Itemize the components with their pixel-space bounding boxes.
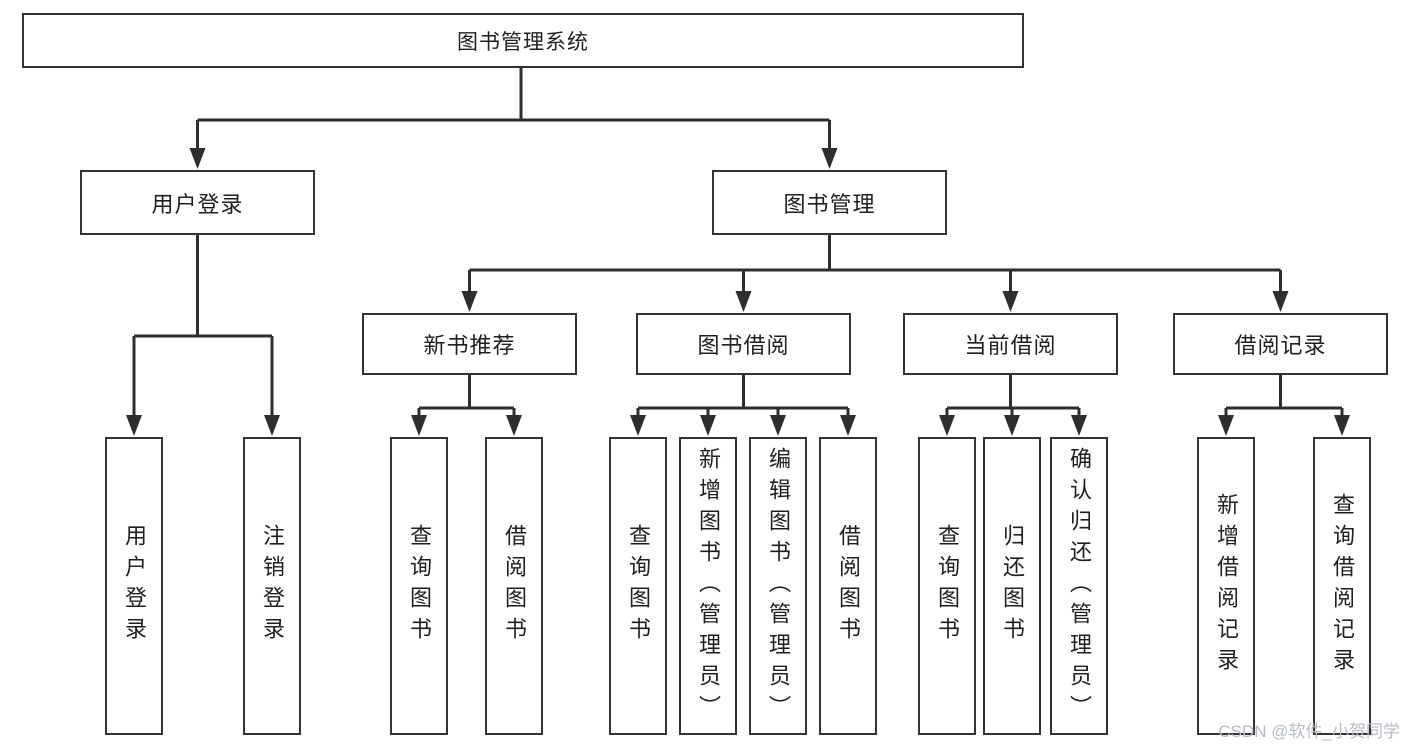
leaf-borrow-books-recommend-label: 借阅图书: [502, 524, 527, 648]
leaf-edit-book-admin: 编辑图书（管理员）: [749, 437, 807, 735]
leaf-add-borrow-record-label: 新增借阅记录: [1214, 493, 1239, 679]
node-new-book-recommend-label: 新书推荐: [423, 333, 516, 358]
node-system-title-label: 图书管理系统: [457, 30, 589, 54]
node-book-management-label: 图书管理: [783, 191, 876, 217]
leaf-user-login-label: 用户登录: [122, 524, 147, 648]
connector-new-book-fork: [411, 375, 522, 436]
leaf-query-books-borrow-label: 查询图书: [626, 524, 651, 648]
leaf-query-books-borrow: 查询图书: [609, 437, 667, 735]
leaf-return-book: 归还图书: [983, 437, 1041, 735]
connector-borrow-record-fork: [1218, 375, 1350, 436]
leaf-logout: 注销登录: [243, 437, 301, 735]
connector-book-mgmt-fork: [461, 235, 1289, 312]
leaf-query-borrow-record-label: 查询借阅记录: [1330, 493, 1355, 679]
leaf-borrow-books-recommend: 借阅图书: [485, 437, 543, 735]
connector-user-login-fork: [126, 235, 280, 436]
leaf-query-books-recommend: 查询图书: [390, 437, 448, 735]
node-user-login: 用户登录: [80, 170, 315, 235]
leaf-query-books-current-label: 查询图书: [935, 524, 960, 648]
leaf-return-book-label: 归还图书: [1000, 524, 1025, 648]
leaf-query-borrow-record: 查询借阅记录: [1313, 437, 1371, 735]
node-borrow-records-label: 借阅记录: [1234, 333, 1327, 358]
leaf-borrow-books-label: 借阅图书: [836, 524, 861, 648]
leaf-edit-book-admin-label: 编辑图书（管理员）: [766, 446, 791, 726]
leaf-user-login: 用户登录: [105, 437, 163, 735]
leaf-logout-label: 注销登录: [260, 524, 285, 648]
leaf-add-borrow-record: 新增借阅记录: [1197, 437, 1255, 735]
connector-current-borrow-fork: [939, 375, 1087, 436]
leaf-query-books-current: 查询图书: [918, 437, 976, 735]
node-book-borrow-label: 图书借阅: [697, 333, 790, 358]
leaf-confirm-return-admin-label: 确认归还（管理员）: [1067, 446, 1092, 726]
node-borrow-records: 借阅记录: [1173, 313, 1388, 375]
connector-book-borrow-fork: [630, 375, 856, 436]
leaf-query-books-recommend-label: 查询图书: [407, 524, 432, 648]
node-system-title: 图书管理系统: [22, 13, 1024, 68]
node-book-borrow: 图书借阅: [636, 313, 851, 375]
leaf-confirm-return-admin: 确认归还（管理员）: [1050, 437, 1108, 735]
leaf-borrow-books: 借阅图书: [819, 437, 877, 735]
node-current-borrow: 当前借阅: [903, 313, 1118, 375]
leaf-add-book-admin-label: 新增图书（管理员）: [696, 446, 721, 726]
leaf-add-book-admin: 新增图书（管理员）: [679, 437, 737, 735]
node-book-management: 图书管理: [712, 170, 947, 235]
csdn-watermark: CSDN @软件_小贺同学: [1218, 722, 1400, 741]
node-current-borrow-label: 当前借阅: [964, 333, 1057, 358]
node-user-login-label: 用户登录: [151, 191, 244, 217]
node-new-book-recommend: 新书推荐: [362, 313, 577, 375]
connector-root-to-level2: [189, 68, 838, 169]
